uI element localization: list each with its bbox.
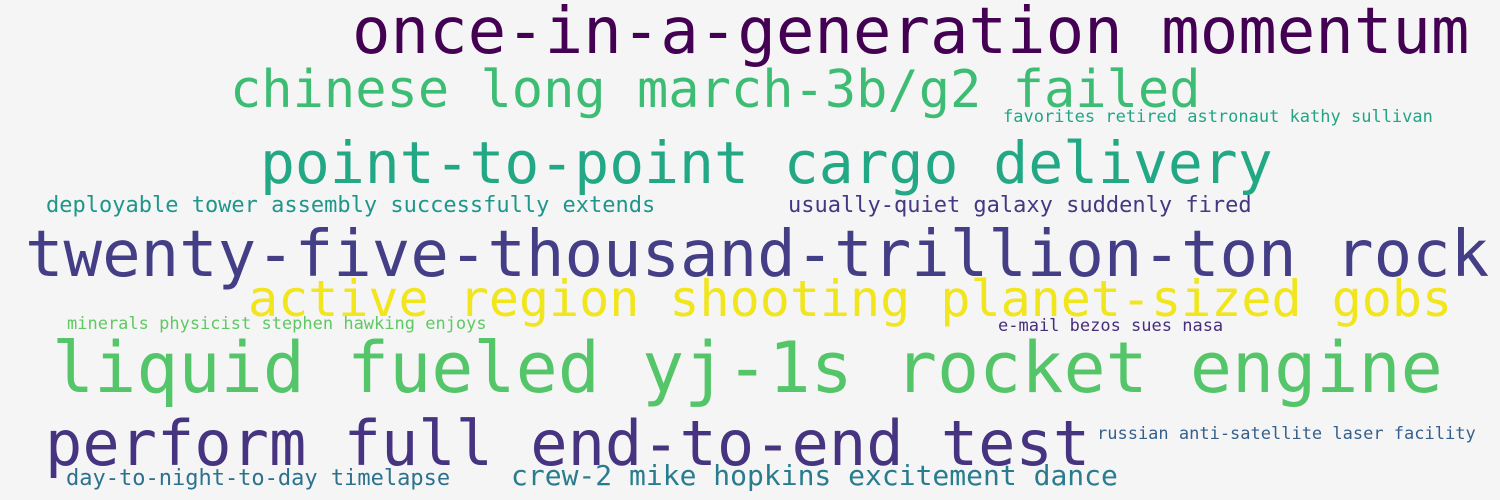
cloud-word: e-mail bezos sues nasa bbox=[998, 316, 1224, 336]
cloud-word: twenty-five-thousand-trillion-ton rock bbox=[25, 218, 1490, 292]
cloud-word: liquid fueled yj-1s rocket engine bbox=[52, 327, 1443, 409]
cloud-word: chinese long march-3b/g2 failed bbox=[230, 60, 1201, 120]
cloud-word: once-in-a-generation momentum bbox=[352, 0, 1470, 69]
cloud-word: russian anti-satellite laser facility bbox=[1097, 424, 1476, 444]
cloud-word: favorites retired astronaut kathy sulliv… bbox=[1003, 107, 1433, 127]
cloud-word: crew-2 mike hopkins excitement dance bbox=[511, 459, 1118, 492]
cloud-word: usually-quiet galaxy suddenly fired bbox=[788, 193, 1252, 218]
cloud-word: minerals physicist stephen hawking enjoy… bbox=[67, 314, 487, 334]
cloud-word: active region shooting planet-sized gobs bbox=[248, 270, 1453, 328]
cloud-word: point-to-point cargo delivery bbox=[260, 129, 1273, 197]
cloud-word: day-to-night-to-day timelapse bbox=[66, 466, 451, 491]
cloud-word: deployable tower assembly successfully e… bbox=[46, 193, 656, 218]
cloud-word: perform full end-to-end test bbox=[45, 407, 1091, 480]
